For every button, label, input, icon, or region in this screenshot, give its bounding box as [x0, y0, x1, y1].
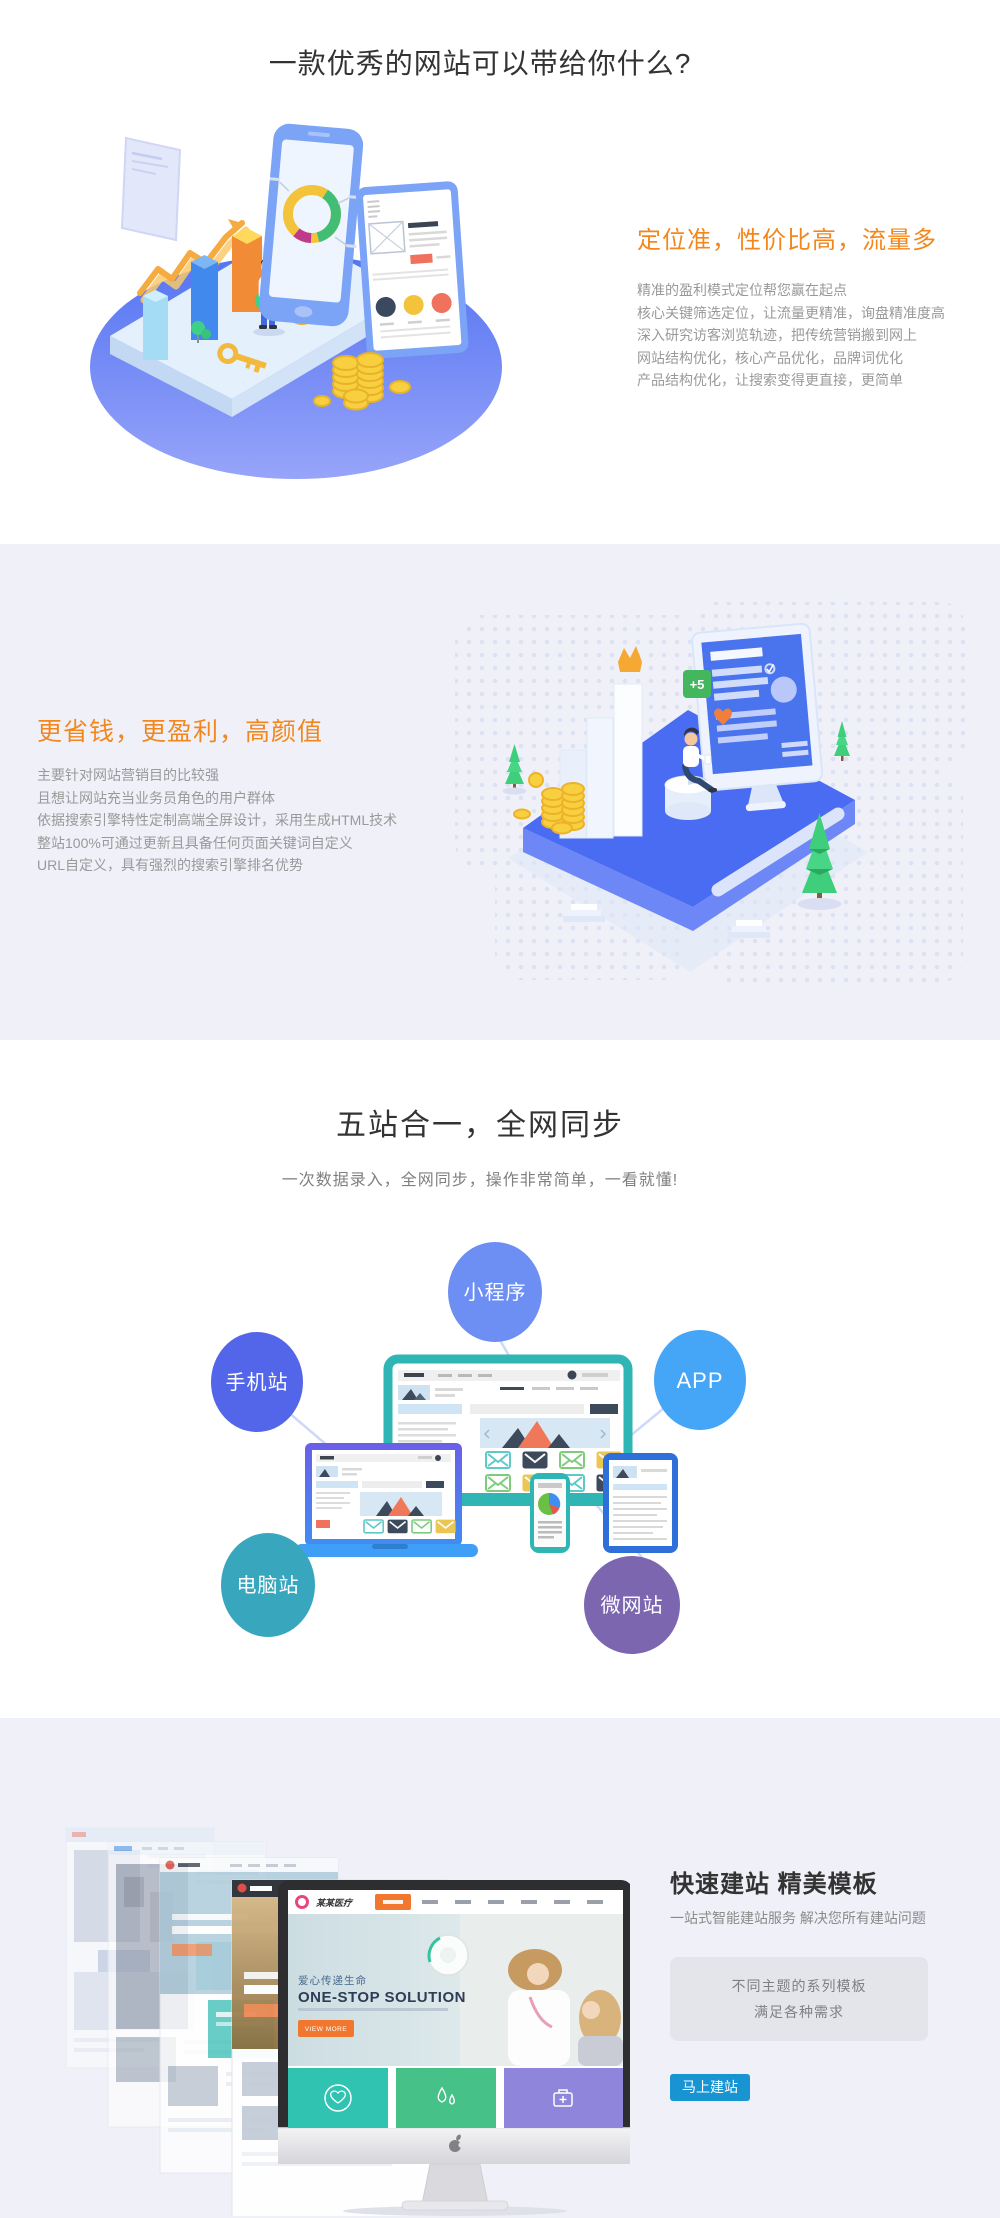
benefit-value-text: 更省钱，更盈利，高颜值 主要针对网站营销目的比较强 且想让网站充当业务员角色的用…: [37, 712, 477, 877]
bubble-label: 手机站: [226, 1371, 289, 1394]
coin-stacks: [313, 352, 411, 411]
bubble-app: APP: [654, 1330, 746, 1430]
five-in-one-subtitle: 一次数据录入，全网同步，操作非常简单，一看就懂!: [281, 1172, 679, 1189]
donut-chart: [269, 177, 359, 249]
build-now-button[interactable]: 马上建站: [670, 2074, 750, 2101]
stairs: [563, 904, 770, 938]
templates-illustration: 某某医疗: [65, 1827, 630, 2216]
imac: 某某医疗: [278, 1880, 630, 2216]
bubble-mobile-site: 手机站: [211, 1332, 303, 1432]
doctor-and-child: [508, 1949, 623, 2066]
crown-icon: [618, 646, 642, 672]
fir-trees: [502, 721, 850, 910]
imac-screen: 某某医疗: [288, 1890, 623, 2128]
benefit-line: 且想让网站充当业务员角色的用户群体: [37, 789, 275, 806]
pie-chart: [538, 1492, 561, 1515]
growth-line-chart: [137, 219, 250, 304]
benefit-targeting-lines: 精准的盈利模式定位帮您赢在起点 核心关键筛选定位，让流量更精准，询盘精准度高 深…: [637, 279, 977, 392]
thumbnail: [398, 1385, 463, 1400]
form-monitor: [691, 622, 824, 812]
quick-build-subtitle: 一站式智能建站服务 解决您所有建站问题: [670, 1910, 926, 1926]
flower-logo-icon: [295, 1895, 309, 1909]
heart-icon: [324, 2084, 352, 2112]
benefit-line: 网站结构优化，核心产品优化，品牌词优化: [637, 349, 903, 366]
screen-slogan-cn: 爱心传递生命: [298, 1974, 367, 1987]
panel-line: 满足各种需求: [754, 2004, 844, 2020]
benefit-line: 产品结构优化，让搜索变得更直接，更简单: [637, 372, 903, 388]
tablet: [603, 1453, 678, 1553]
imac-stand: [421, 2163, 489, 2205]
benefit-line: 主要针对网站营销目的比较强: [37, 767, 219, 783]
page-title: 一款优秀的网站可以带给你什么?: [268, 48, 692, 79]
plus-five-label: +5: [690, 677, 705, 692]
benefit-value-heading: 更省钱，更盈利，高颜值: [37, 718, 324, 746]
webpage-panel: [356, 181, 469, 359]
heart-icon: [714, 708, 732, 725]
screen-cta-button: VIEW MORE: [298, 2020, 354, 2037]
screen-cta-label: VIEW MORE: [305, 2026, 348, 2033]
laptop: [295, 1443, 478, 1557]
screen-feature-cards: [288, 2068, 623, 2128]
phone-donut-device: [258, 123, 364, 327]
bubble-wechat-site: 微网站: [584, 1556, 680, 1654]
phone: [530, 1473, 570, 1553]
apple-logo-icon: [449, 2134, 464, 2152]
water-drops-icon: [437, 2086, 455, 2105]
screen-slogan-en: ONE-STOP SOLUTION: [298, 1989, 466, 2006]
benefit-line: 精准的盈利模式定位帮您赢在起点: [637, 282, 847, 298]
image-placeholder-icon: [368, 220, 406, 255]
screen-logo-text: 某某医疗: [316, 1898, 354, 1908]
coin-stacks: [513, 772, 585, 835]
first-aid-case-icon: [553, 2089, 573, 2107]
screen-navbar: 某某医疗: [295, 1894, 603, 1910]
five-in-one-title: 五站合一，全网同步: [336, 1109, 624, 1142]
sitting-person: [664, 727, 717, 820]
bubble-label: 微网站: [601, 1594, 664, 1617]
benefit-line: URL自定义，具有强烈的搜索引擎排名优势: [37, 857, 304, 873]
benefit-targeting-heading: 定位准，性价比高，流量多: [637, 227, 937, 254]
benefit-line: 依据搜索引擎特性定制高端全屏设计，采用生成HTML技术: [37, 812, 398, 828]
benefit-line: 整站100%可通过更新且具备任何页面关键词自定义: [37, 834, 353, 851]
quick-build-heading: 快速建站 精美模板: [670, 1871, 878, 1898]
benefit-targeting-illustration: [90, 123, 502, 479]
benefit-line: 核心关键筛选定位，让流量更精准，询盘精准度高: [637, 304, 945, 321]
quick-build-text: 快速建站 精美模板 一站式智能建站服务 解决您所有建站问题 不同主题的系列模板 …: [670, 1864, 960, 2101]
panel-line: 不同主题的系列模板: [731, 1978, 867, 1994]
image-slider: [480, 1418, 610, 1448]
template-theme-panel: 不同主题的系列模板 满足各种需求: [670, 1957, 928, 2041]
document-sheet: [120, 136, 182, 242]
benefit-value-lines: 主要针对网站营销目的比较强 且想让网站充当业务员角色的用户群体 依据搜索引擎特性…: [37, 764, 477, 877]
plus-five-badge: +5: [683, 670, 711, 698]
benefit-value-illustration: +5: [455, 602, 965, 985]
benefit-targeting-text: 定位准，性价比高，流量多 精准的盈利模式定位帮您赢在起点 核心关键筛选定位，让流…: [637, 220, 977, 392]
benefit-line: 深入研究访客浏览轨迹，把传统营销搬到网上: [637, 327, 917, 343]
bubble-label: APP: [676, 1368, 723, 1393]
surgical-lamp: [427, 1934, 469, 1976]
bubble-label: 电脑站: [237, 1574, 300, 1597]
image-slider: [360, 1492, 442, 1516]
key-icon: [217, 342, 267, 373]
bubble-label: 小程序: [464, 1281, 527, 1304]
bubble-pc-site: 电脑站: [221, 1533, 315, 1637]
screen-hero: 爱心传递生命 ONE-STOP SOLUTION VIEW MORE: [288, 1914, 623, 2066]
five-in-one-diagram: 小程序 手机站 APP 电脑站 微网站: [211, 1242, 746, 1654]
envelope-icons: [363, 1519, 456, 1534]
bubble-mini-program: 小程序: [448, 1242, 542, 1342]
